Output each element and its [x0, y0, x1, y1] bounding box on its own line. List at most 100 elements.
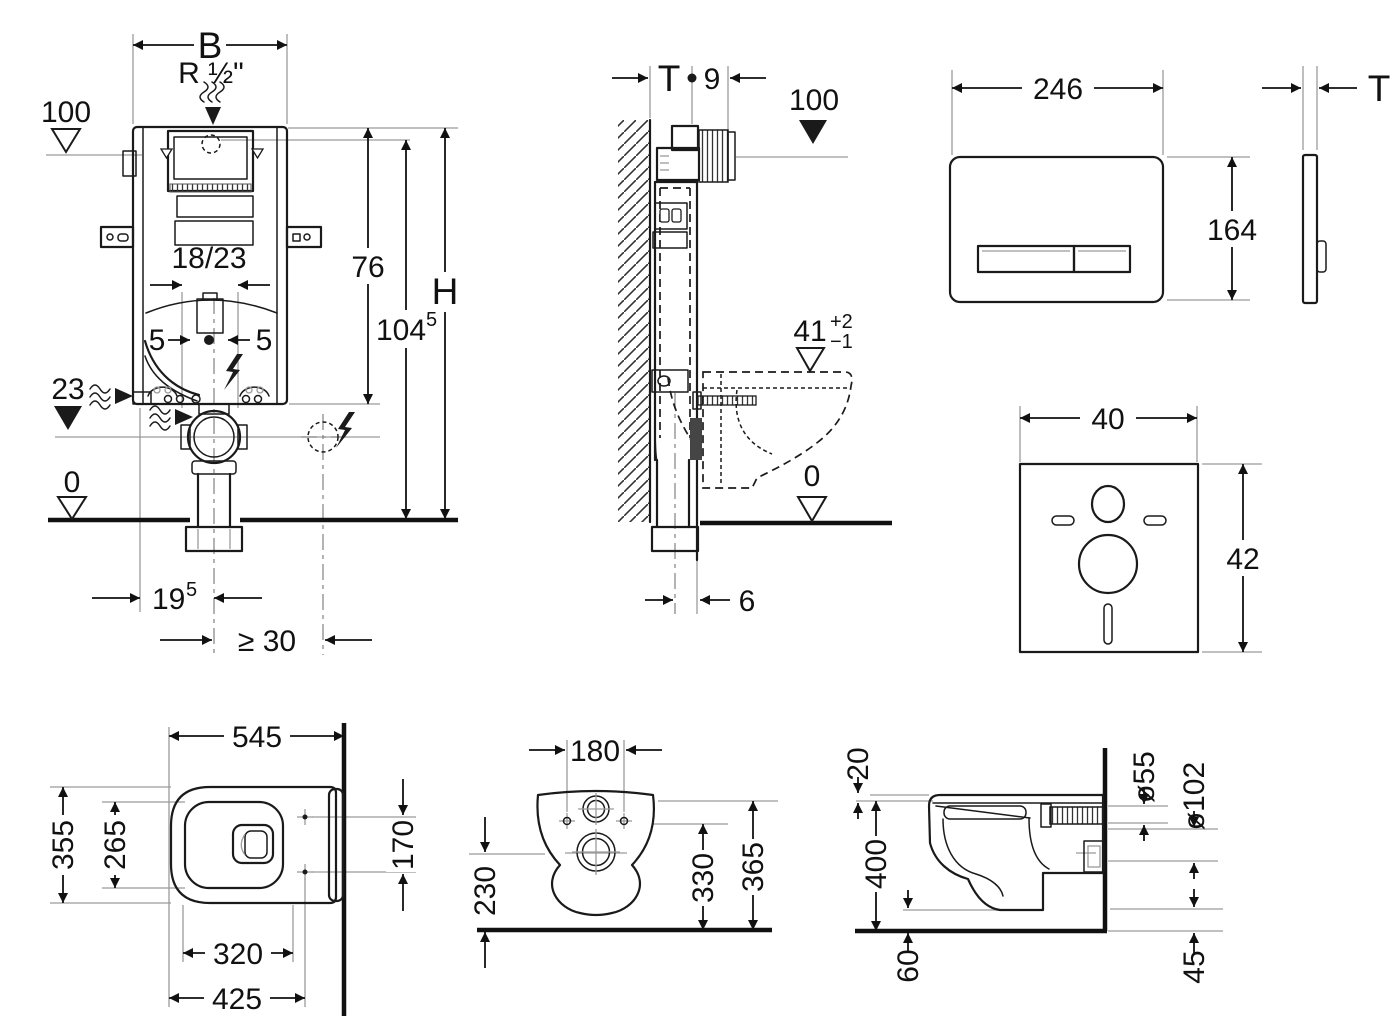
- dim-5-left-label: 5: [149, 324, 166, 357]
- dim-T-side-label: T: [1368, 68, 1391, 109]
- dim-41-plus-label: +2: [830, 311, 853, 333]
- dim-195-sup-label: 5: [186, 579, 197, 601]
- cistern-side-dimensions: T 9 100 41 +2 −1 0 6: [612, 58, 853, 618]
- dim-76-label: 76: [351, 251, 384, 284]
- level-23-label: 23: [51, 373, 84, 406]
- water-flow-icon: [89, 384, 134, 410]
- water-flow-icon: [149, 405, 194, 431]
- cistern-front-reference-lines: [46, 34, 458, 655]
- dimension-dot: [687, 73, 697, 83]
- dim-dia55-label: ø55: [1128, 751, 1161, 803]
- electrical-box-marker: [307, 421, 339, 453]
- view-cistern-side: T 9 100 41 +2 −1 0 6: [612, 58, 892, 618]
- dim-H-label: H: [432, 271, 459, 312]
- flush-plate: [948, 155, 1165, 304]
- dim-180-label: 180: [570, 735, 620, 768]
- fixing-rod: [697, 395, 757, 406]
- electrical-provision: [307, 412, 355, 453]
- dim-265-label: 265: [99, 820, 132, 870]
- dim-400-label: 400: [860, 839, 893, 889]
- dim-40-label: 40: [1091, 403, 1124, 436]
- dim-425-label: 425: [212, 983, 262, 1016]
- dim-164-label: 164: [1207, 214, 1257, 247]
- level-marker-open-icon: [795, 347, 826, 373]
- cistern-front-dimensions: B R ½" 100 18/23 5 5 76 104 5 H 23: [41, 25, 462, 658]
- drain-side: [650, 418, 702, 553]
- fixing-hole: [616, 813, 632, 829]
- pad-inlet-hole: [1090, 484, 1126, 524]
- fixing-hole: [297, 809, 313, 825]
- dim-365-label: 365: [737, 842, 770, 892]
- dim-18-23-label: 18/23: [171, 242, 246, 275]
- pan-rear-reference-lines: [469, 740, 778, 855]
- pad-slot-bottom: [1103, 603, 1113, 645]
- flush-button-large: [976, 244, 1076, 274]
- level-100-label: 100: [41, 96, 91, 129]
- level-marker-filled-icon: [799, 120, 827, 144]
- dim-170-label: 170: [387, 820, 420, 870]
- pan-rear-dimensions: 180 230 330 365: [469, 734, 770, 968]
- view-sound-insulation-pad: 40 42: [1018, 402, 1273, 654]
- pan-side-reference-lines: [856, 794, 1223, 932]
- dim-20-label: 20: [842, 747, 875, 780]
- flush-button-small: [1072, 244, 1132, 274]
- plate-clip: [1316, 240, 1327, 273]
- dim-246-label: 246: [1033, 73, 1083, 106]
- wall-bracket-left: [99, 225, 135, 249]
- pan-side-outline: [927, 793, 1105, 912]
- level-marker-open-icon: [796, 496, 828, 523]
- supply-connection-marker: [201, 134, 221, 154]
- dim-9-label: 9: [704, 63, 721, 96]
- level-100-side-label: 100: [789, 84, 839, 117]
- pad-outlet-hole: [1077, 533, 1139, 595]
- dim-T-label: T: [658, 58, 681, 99]
- level-marker-filled-icon: [54, 406, 82, 430]
- frame-side-structure: [651, 180, 757, 562]
- pad-slot-left: [1051, 515, 1075, 526]
- view-flush-plate-side: T: [1262, 66, 1391, 305]
- view-pan-side: 20 400 60 ø55 ø102 45: [842, 747, 1223, 984]
- dim-104-label: 104: [376, 314, 426, 347]
- fixing-hole: [297, 864, 313, 880]
- dim-45-label: 45: [1178, 950, 1211, 983]
- level-marker-open-icon: [56, 496, 88, 521]
- view-cistern-front: B R ½" 100 18/23 5 5 76 104 5 H 23: [41, 25, 462, 658]
- dim-dia102-label: ø102: [1178, 762, 1211, 830]
- view-flush-plate-front: 246 164: [948, 70, 1264, 304]
- pan-outline-dashed: [702, 371, 853, 489]
- lightning-icon: [336, 412, 355, 448]
- pan-inner-dashed: [735, 389, 773, 455]
- dimension-dot: [204, 335, 214, 345]
- dim-42-label: 42: [1226, 543, 1259, 576]
- wall-hatch: [618, 120, 650, 522]
- drain-bend-assembly: [180, 403, 248, 553]
- outlet-connector: [690, 418, 702, 460]
- view-pan-top: 545 355 265 170 320 425: [46, 720, 420, 1016]
- pan-rear-outline: [536, 789, 655, 917]
- dim-104-sup-label: 5: [426, 309, 437, 331]
- inlet-pipe: [1049, 806, 1104, 825]
- level-0-side-label: 0: [804, 460, 821, 493]
- dim-195-label: 19: [152, 583, 185, 616]
- dim-5-right-label: 5: [256, 324, 273, 357]
- level-0-label: 0: [64, 466, 81, 499]
- supply-fitting-side: [655, 124, 736, 183]
- dim-B-label: B: [198, 25, 223, 66]
- dim-355-label: 355: [47, 820, 80, 870]
- fixing-hole: [559, 813, 575, 829]
- pad-slot-right: [1143, 515, 1167, 526]
- sound-pad: [1018, 462, 1200, 654]
- pan-top-outline: [169, 785, 345, 905]
- supply-thread-label: R ½": [178, 57, 244, 90]
- dim-545-label: 545: [232, 721, 282, 754]
- wall-bracket-right: [285, 225, 323, 249]
- dim-41-minus-label: −1: [830, 331, 853, 353]
- dim-41-label: 41: [793, 315, 826, 348]
- pan-top-dimensions: 545 355 265 170 320 425: [46, 720, 420, 1016]
- flush-plate-profile: [1301, 153, 1319, 305]
- level-marker-open-icon: [50, 128, 82, 154]
- dim-60-label: 60: [892, 949, 925, 982]
- corrugated-hose: [698, 129, 729, 183]
